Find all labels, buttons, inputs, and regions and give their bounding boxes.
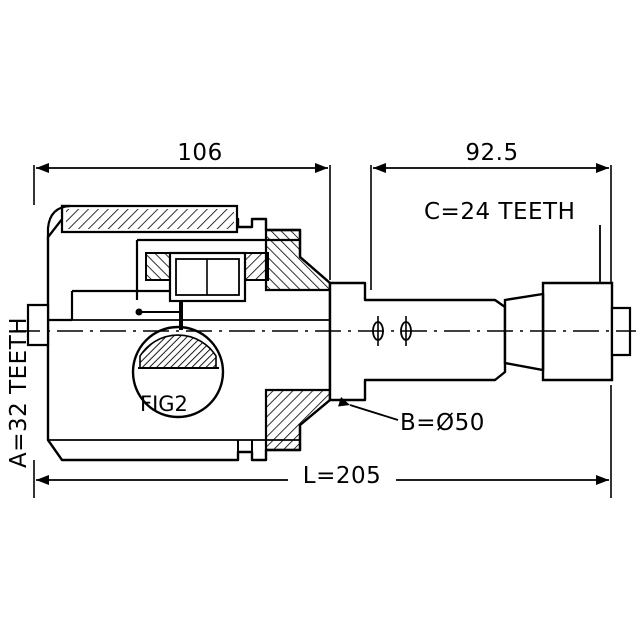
cage-leader-dot	[135, 308, 143, 316]
label-a-teeth: A=32 TEETH	[6, 317, 32, 468]
dim-106-bg	[165, 140, 235, 166]
housing-corner-tl	[46, 204, 71, 241]
label-b-diameter: B=Ø50	[400, 410, 485, 436]
dim-92-bg	[450, 140, 535, 166]
label-a-teeth-group: A=32 TEETH	[6, 317, 32, 468]
dim-L-bg	[288, 462, 396, 489]
housing-lower-right-hatch	[264, 388, 332, 452]
cv-joint-shaft	[328, 281, 632, 402]
shaft-outline	[328, 281, 507, 402]
dim-92-label: 92.5	[465, 140, 518, 166]
shaft-taper	[503, 292, 545, 372]
label-c-teeth-group: C=24 TEETH	[424, 199, 601, 283]
label-c-teeth: C=24 TEETH	[424, 199, 575, 225]
label-fig2: FIG2	[140, 392, 188, 416]
cage-right-hatch	[244, 252, 269, 281]
label-b-diameter-group: B=Ø50	[338, 396, 485, 436]
dim-106-label: 106	[177, 140, 222, 166]
cage-left-hatch	[145, 252, 171, 281]
b-diameter-leader	[338, 396, 399, 421]
dim-L-label: L=205	[303, 463, 382, 489]
dimension-length: L=205	[33, 385, 612, 498]
ball-hatch	[139, 334, 217, 369]
cv-joint-housing	[26, 204, 332, 462]
dimension-92-5: 92.5	[370, 140, 612, 290]
dimension-106: 106	[33, 140, 331, 280]
flange-top-hatch	[66, 209, 234, 229]
